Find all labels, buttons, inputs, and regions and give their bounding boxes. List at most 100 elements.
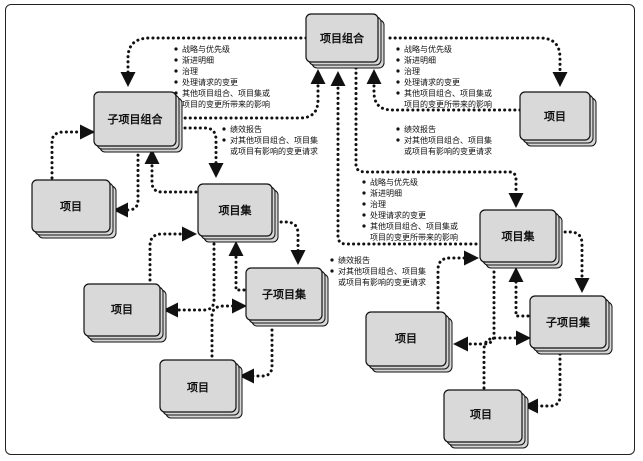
connector-project-d-to-program-right — [436, 250, 479, 310]
note-line: 处理请求的变更 — [182, 77, 238, 87]
note-bullet — [396, 58, 400, 62]
node-project-a: 项目 — [31, 179, 117, 239]
note-bullet — [396, 69, 400, 73]
note-line: 绩效报告 — [338, 255, 370, 265]
node-project-e-label: 项目 — [470, 408, 492, 421]
note-bullet — [174, 69, 178, 73]
note-line: 其他项目组合、项目集或 — [182, 88, 270, 98]
note-bullet — [330, 269, 334, 273]
connector-subportfolio-to-program-left — [183, 126, 224, 178]
node-program-right: 项目集 — [479, 209, 563, 269]
connector-program-right-to-subprogram-right — [558, 230, 590, 293]
connector-subportfolio-to-portfolio — [178, 69, 326, 120]
connector-subportfolio-to-project-a — [113, 148, 140, 218]
note-line: 治理 — [404, 66, 420, 76]
note-line: 战略与优先级 — [404, 44, 452, 54]
note-line: 治理 — [182, 66, 198, 76]
note-line: 或项目有影响的变更请求 — [338, 277, 426, 287]
note-line: 处理请求的变更 — [370, 210, 426, 220]
note-bullet — [362, 202, 366, 206]
connector-project-a-to-subportfolio — [50, 124, 95, 180]
node-portfolio: 项目组合 — [305, 13, 385, 69]
note-bullet — [362, 180, 366, 184]
note-bullet — [396, 91, 400, 95]
note-bullet — [174, 91, 178, 95]
note-bullet — [362, 191, 366, 195]
note-line: 项目的变更所带来的影响 — [404, 99, 492, 109]
note-middle-right: 战略与优先级渐进明细治理处理请求的变更其他项目组合、项目集或项目的变更所带来的影… — [362, 177, 458, 242]
note-line: 或项目有影响的变更请求 — [404, 146, 492, 156]
node-program-left-label: 项目集 — [219, 203, 253, 217]
node-program-right-label: 项目集 — [502, 229, 536, 243]
node-subprogram-right: 子项目集 — [529, 295, 613, 355]
note-line: 项目的变更所带来的影响 — [182, 99, 270, 109]
note-line: 渐进明细 — [370, 188, 402, 198]
connector-program-left-to-subprogram-left — [274, 220, 306, 265]
note-bullet — [330, 258, 334, 262]
note-line: 对其他项目组合、项目集 — [230, 135, 318, 145]
connector-portfolio-to-subportfolio — [120, 36, 308, 87]
connector-program-left-to-project-b — [163, 242, 216, 318]
connector-project-b-to-program-left — [148, 226, 197, 282]
node-subprogram-right-label: 子项目集 — [546, 315, 591, 329]
note-line: 项目的变更所带来的影响 — [370, 232, 458, 242]
node-project-b: 项目 — [83, 283, 167, 343]
note-bullet — [396, 80, 400, 84]
note-bullet — [174, 47, 178, 51]
note-line: 对其他项目组合、项目集 — [404, 135, 492, 145]
node-subprogram-left: 子项目集 — [245, 267, 329, 327]
connector-program-right-to-portfolio — [330, 71, 478, 246]
note-top-right: 战略与优先级渐进明细治理处理请求的变更其他项目组合、项目集或项目的变更所带来的影… — [396, 44, 492, 109]
connector-portfolio-to-program-right — [354, 66, 524, 208]
note-bullet — [362, 213, 366, 217]
note-top-left: 战略与优先级渐进明细治理处理请求的变更其他项目组合、项目集或项目的变更所带来的影… — [174, 44, 270, 109]
connector-project-e-to-subprogram-right — [482, 330, 531, 390]
note-bullet — [222, 127, 226, 131]
connectors — [50, 36, 590, 414]
node-project-c-label: 项目 — [187, 381, 209, 394]
note-bullet — [174, 80, 178, 84]
connector-program-left-to-subportfolio — [144, 149, 198, 194]
connector-project-right-to-portfolio — [366, 69, 522, 112]
connector-project-c-to-subprogram-left — [210, 298, 247, 358]
note-bullet — [396, 127, 400, 131]
node-project-a-label: 项目 — [60, 200, 82, 213]
note-bullet — [396, 138, 400, 142]
node-project-right: 项目 — [519, 91, 597, 147]
node-project-b-label: 项目 — [111, 303, 133, 316]
note-line: 其他项目组合、项目集或 — [370, 221, 458, 231]
note-line: 或项目有影响的变更请求 — [230, 146, 318, 156]
node-project-e: 项目 — [443, 389, 529, 449]
note-bullet — [222, 138, 226, 142]
note-line: 渐进明细 — [182, 55, 214, 65]
node-project-c: 项目 — [159, 359, 243, 419]
note-bullet — [362, 224, 366, 228]
note-line: 处理请求的变更 — [404, 77, 460, 87]
note-line: 绩效报告 — [404, 124, 436, 134]
connector-portfolio-to-project-right — [388, 36, 568, 87]
note-bullet — [174, 58, 178, 62]
note-line: 战略与优先级 — [182, 44, 230, 54]
node-subportfolio: 子项目组合 — [93, 91, 183, 153]
connector-program-right-to-project-d — [453, 270, 496, 352]
connector-subprogram-left-to-project-c — [239, 328, 274, 384]
connector-subprogram-left-to-program-left — [228, 241, 246, 292]
node-project-d: 项目 — [365, 311, 453, 373]
note-line: 绩效报告 — [230, 124, 262, 134]
connector-subprogram-right-to-program-right — [508, 267, 530, 318]
note-line: 渐进明细 — [404, 55, 436, 65]
node-project-d-label: 项目 — [395, 332, 417, 345]
node-portfolio-label: 项目组合 — [320, 31, 365, 45]
node-program-left: 项目集 — [197, 183, 279, 243]
note-line: 治理 — [370, 199, 386, 209]
note-line: 其他项目组合、项目集或 — [404, 88, 492, 98]
node-subprogram-left-label: 子项目集 — [262, 287, 307, 301]
note-bullet — [396, 47, 400, 51]
node-subportfolio-label: 子项目组合 — [108, 112, 164, 126]
connector-subprogram-right-to-project-e — [523, 352, 562, 414]
note-line: 战略与优先级 — [370, 177, 418, 187]
